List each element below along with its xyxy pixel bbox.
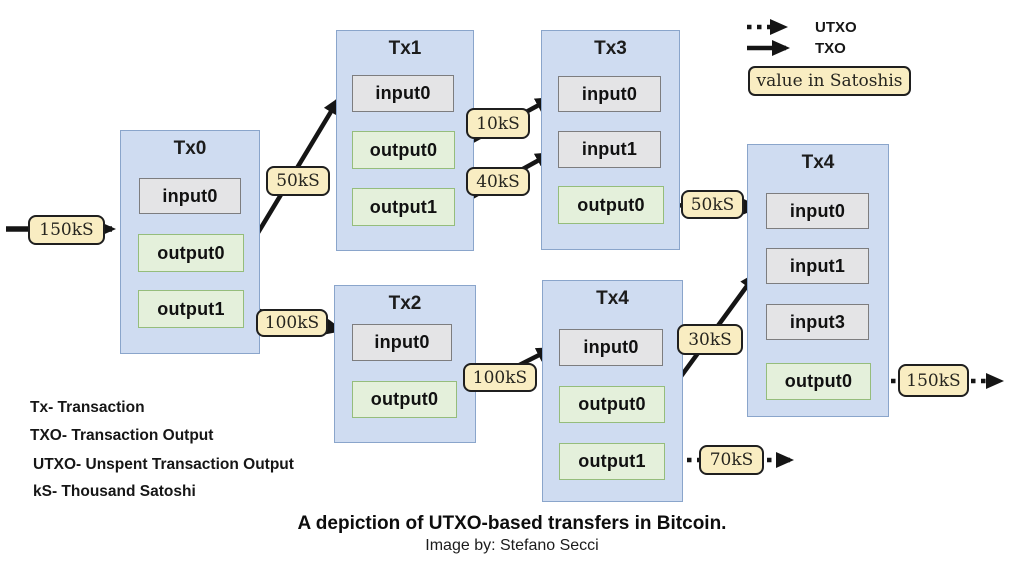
tx3-input0: input0 [558, 76, 661, 112]
value-label-utxo-150ks: 150kS [898, 364, 969, 397]
caption-title: A depiction of UTXO-based transfers in B… [297, 513, 727, 534]
tx4-right-input0: input0 [766, 193, 869, 229]
tx4-right-box: Tx4 input0 input1 input3 output0 [747, 144, 889, 417]
tx4-mid-output1: output1 [559, 443, 665, 480]
value-label-tx0-tx1: 50kS [266, 166, 330, 196]
tx1-input0: input0 [352, 75, 454, 112]
value-label-entry: 150kS [28, 215, 105, 245]
tx1-output1: output1 [352, 188, 455, 226]
tx0-output1: output1 [138, 290, 244, 328]
tx4-right-input1: input1 [766, 248, 869, 284]
tx3-box: Tx3 input0 input1 output0 [541, 30, 680, 250]
definition-tx: Tx- Transaction [30, 399, 145, 416]
tx0-input0: input0 [139, 178, 241, 214]
tx4-right-title: Tx4 [801, 152, 835, 173]
tx2-input0: input0 [352, 324, 452, 361]
tx1-output0: output0 [352, 131, 455, 169]
tx0-output0: output0 [138, 234, 244, 272]
value-label-utxo-70ks: 70kS [699, 445, 764, 475]
definition-utxo: UTXO- Unspent Transaction Output [33, 456, 294, 473]
tx4-right-output0: output0 [766, 363, 871, 400]
tx4-mid-title: Tx4 [596, 288, 629, 309]
caption-credit: Image by: Stefano Secci [425, 537, 599, 554]
tx2-output0: output0 [352, 381, 457, 418]
tx4-mid-output0: output0 [559, 386, 665, 423]
tx1-title: Tx1 [388, 38, 422, 59]
value-label-tx1-tx3-b: 40kS [466, 167, 530, 196]
value-label-tx1-tx3-a: 10kS [466, 108, 530, 139]
legend-value-note: value in Satoshis [748, 66, 911, 96]
tx4-mid-input0: input0 [559, 329, 663, 366]
tx1-box: Tx1 input0 output0 output1 [336, 30, 474, 251]
tx4-mid-box: Tx4 input0 output0 output1 [542, 280, 683, 502]
value-label-tx2-tx4: 100kS [463, 363, 537, 392]
tx3-input1: input1 [558, 131, 661, 168]
definition-txo: TXO- Transaction Output [30, 427, 214, 444]
tx2-box: Tx2 input0 output0 [334, 285, 476, 443]
tx0-title: Tx0 [173, 138, 207, 159]
tx4-right-input3: input3 [766, 304, 869, 340]
tx3-output0: output0 [558, 186, 664, 224]
value-label-tx4mid-tx4right: 30kS [677, 324, 743, 355]
legend-utxo-label: UTXO [815, 19, 857, 36]
value-label-tx3-tx4: 50kS [681, 190, 744, 219]
tx0-box: Tx0 input0 output0 output1 [120, 130, 260, 354]
tx3-title: Tx3 [594, 38, 627, 59]
value-label-tx0-tx2: 100kS [256, 309, 328, 337]
legend-txo-label: TXO [815, 40, 846, 57]
definition-ks: kS- Thousand Satoshi [33, 483, 196, 500]
tx2-title: Tx2 [388, 293, 422, 314]
